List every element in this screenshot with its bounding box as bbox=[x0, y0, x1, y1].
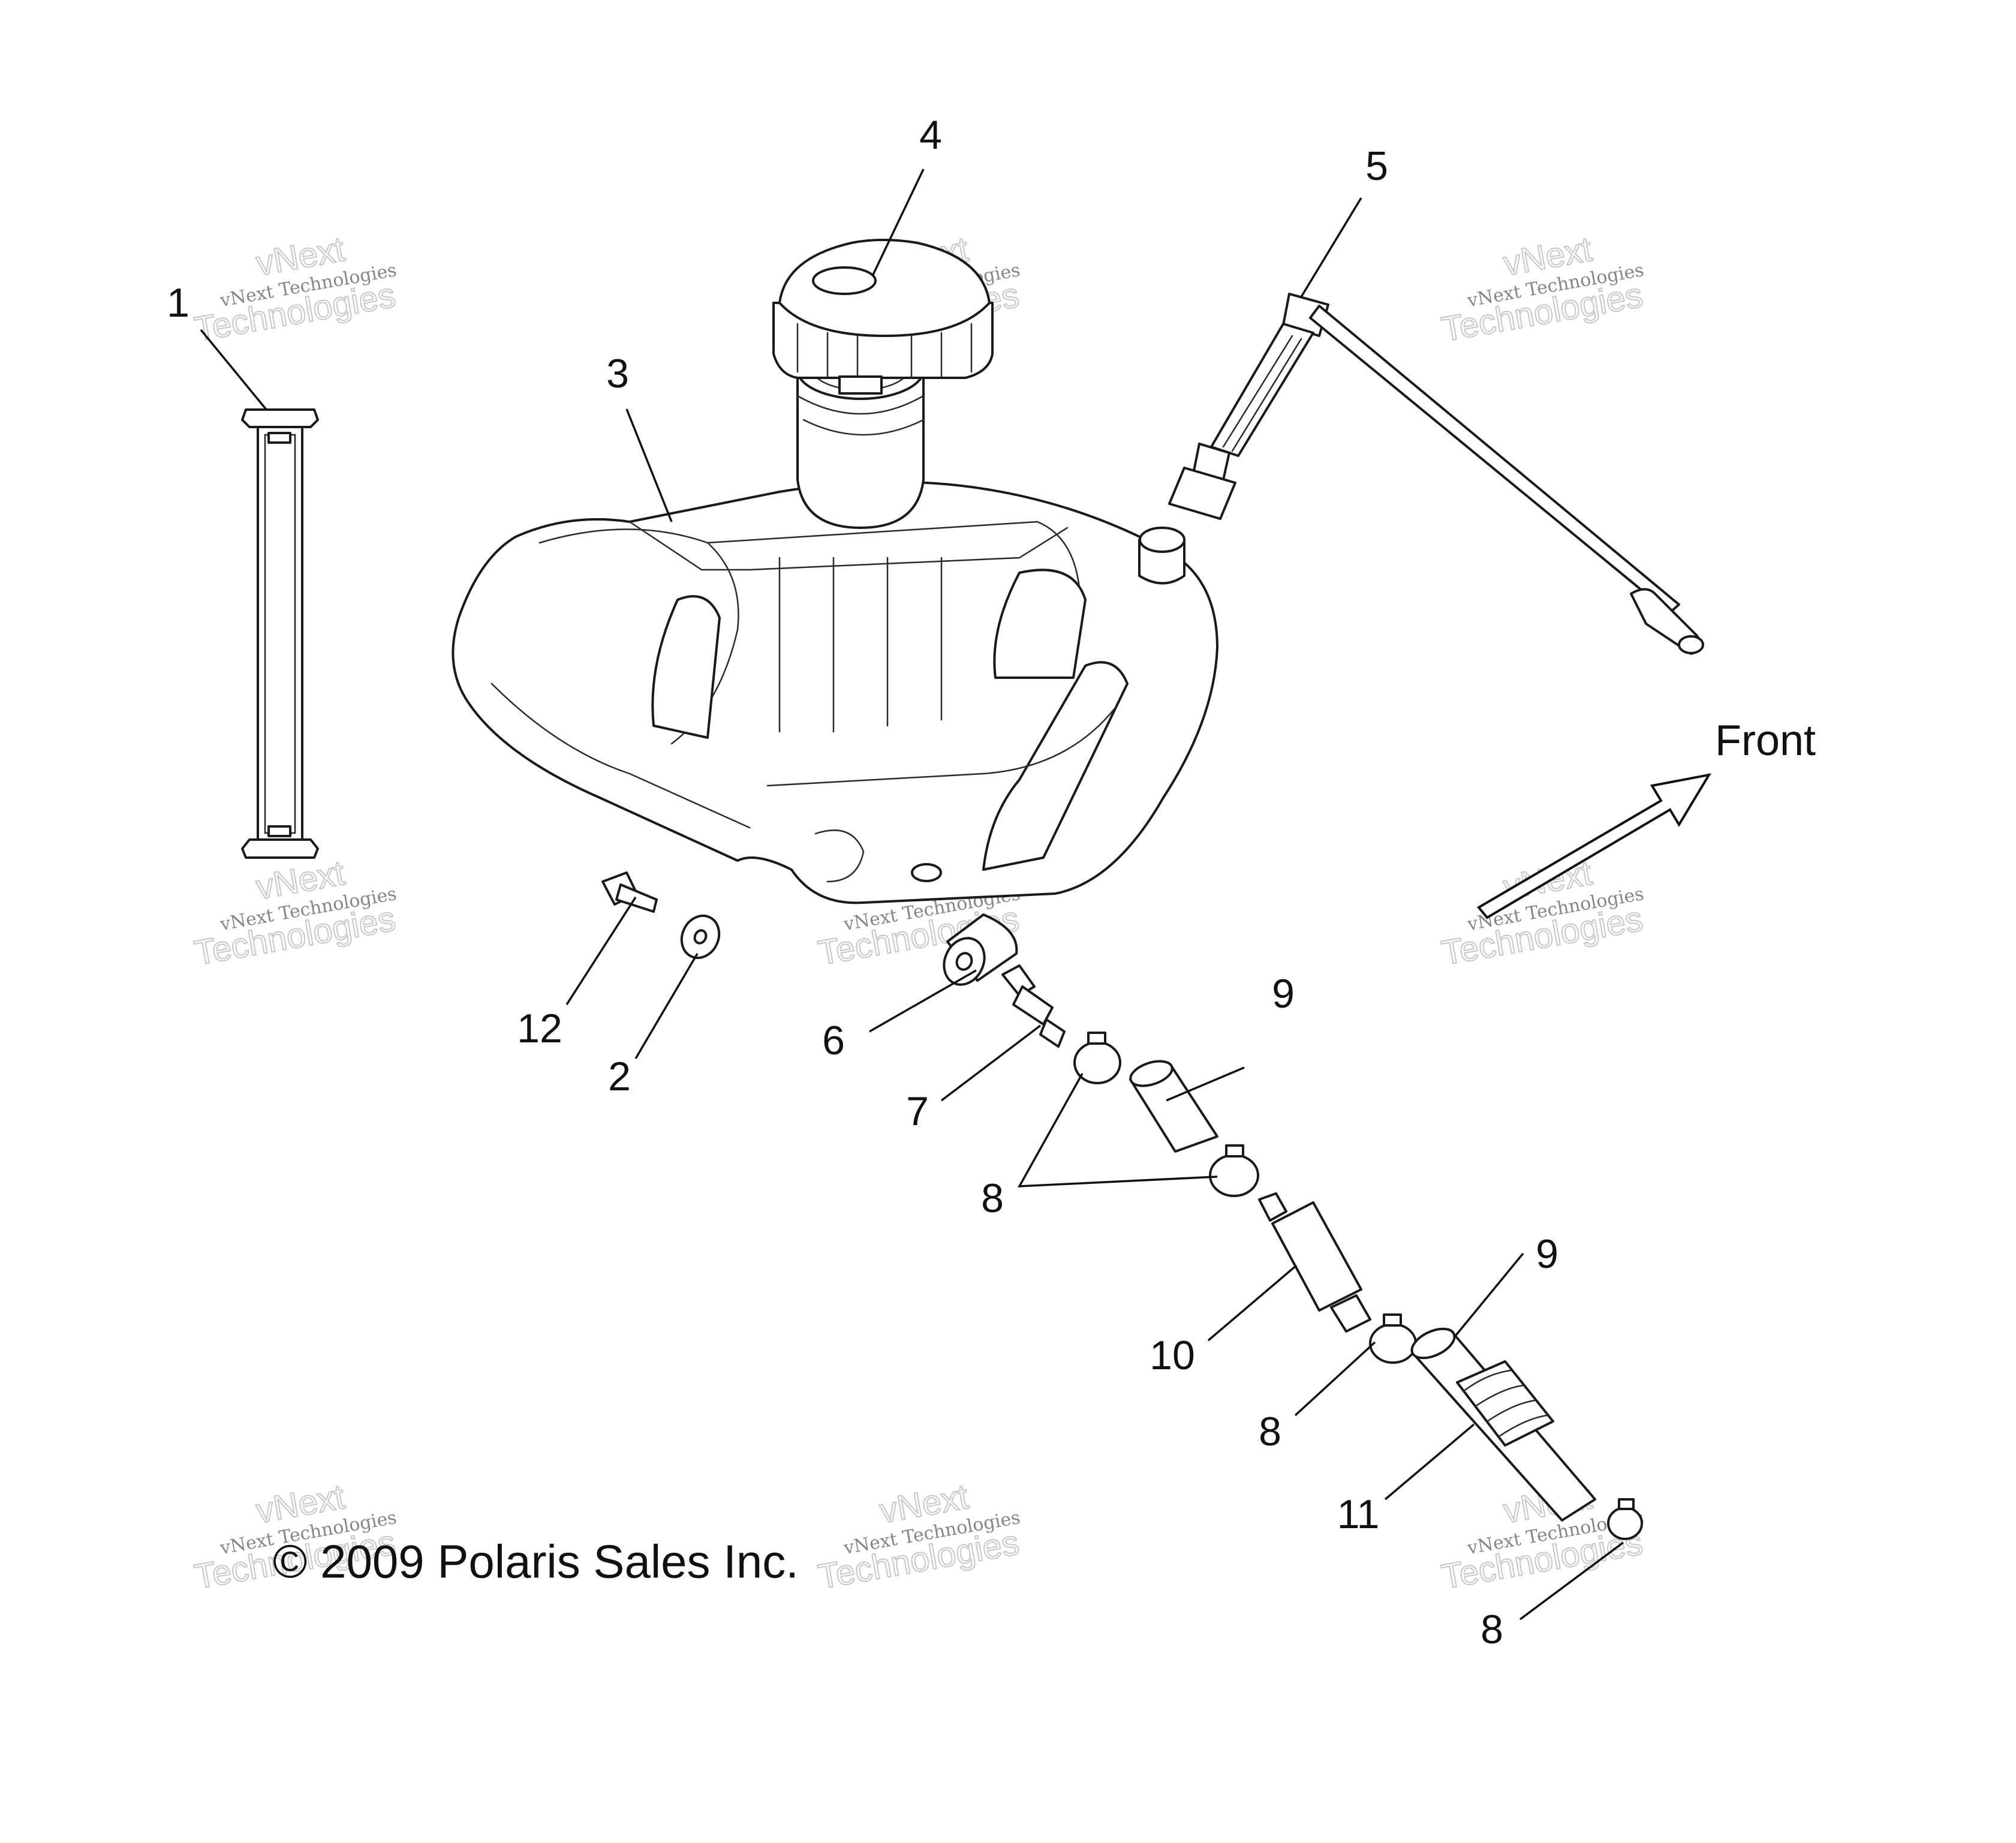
clamp-part-2 bbox=[1209, 1144, 1259, 1197]
hose-upper-part bbox=[1129, 1060, 1218, 1153]
clamp-part-1 bbox=[1073, 1032, 1121, 1084]
washer-part bbox=[680, 914, 721, 960]
callout-1: 1 bbox=[167, 280, 189, 326]
callout-7: 7 bbox=[906, 1089, 929, 1134]
callout-5: 5 bbox=[1365, 143, 1388, 189]
callout-9-lower: 9 bbox=[1536, 1231, 1558, 1277]
watermark-8: vNext vNext Technologies Technologies bbox=[815, 1477, 1023, 1597]
front-label: Front bbox=[1715, 717, 1816, 765]
grommet-part bbox=[943, 913, 1018, 986]
watermark-4: vNext vNext Technologies Technologies bbox=[191, 853, 399, 973]
fitting-part bbox=[1001, 964, 1066, 1048]
callout-11: 11 bbox=[1337, 1492, 1380, 1537]
copyright-text: © 2009 Polaris Sales Inc. bbox=[273, 1535, 799, 1588]
clamp-part-4 bbox=[1607, 1498, 1643, 1540]
callout-10: 10 bbox=[1150, 1333, 1195, 1378]
fuel-filter-part bbox=[1258, 1192, 1371, 1333]
callout-2: 2 bbox=[608, 1054, 631, 1099]
strap-part bbox=[241, 408, 319, 859]
front-arrow bbox=[1476, 773, 1712, 919]
callout-8-upper: 8 bbox=[981, 1175, 1004, 1221]
callout-3: 3 bbox=[606, 351, 629, 396]
callout-labels: 1 4 5 3 12 2 6 7 9 8 10 9 8 11 8 bbox=[167, 112, 1558, 1652]
fuel-tank-part bbox=[452, 338, 1218, 904]
callout-9-upper: 9 bbox=[1272, 971, 1295, 1017]
callout-8-lower: 8 bbox=[1481, 1607, 1503, 1652]
bolt-part bbox=[601, 871, 658, 913]
callout-8-middle: 8 bbox=[1259, 1409, 1281, 1454]
clamp-part-3 bbox=[1369, 1313, 1417, 1364]
watermark-3: vNext vNext Technologies Technologies bbox=[1439, 229, 1647, 350]
watermark-6: vNext vNext Technologies Technologies bbox=[1439, 853, 1647, 973]
callout-6: 6 bbox=[822, 1018, 845, 1063]
watermark-1: vNext vNext Technologies Technologies bbox=[191, 229, 399, 350]
spiral-sleeve-part bbox=[1456, 1360, 1554, 1447]
callout-12: 12 bbox=[517, 1006, 562, 1051]
fuel-gauge-part bbox=[1168, 293, 1704, 655]
leader-lines bbox=[200, 169, 1624, 1620]
fuel-cap-part bbox=[772, 239, 994, 395]
callout-4: 4 bbox=[919, 112, 942, 158]
